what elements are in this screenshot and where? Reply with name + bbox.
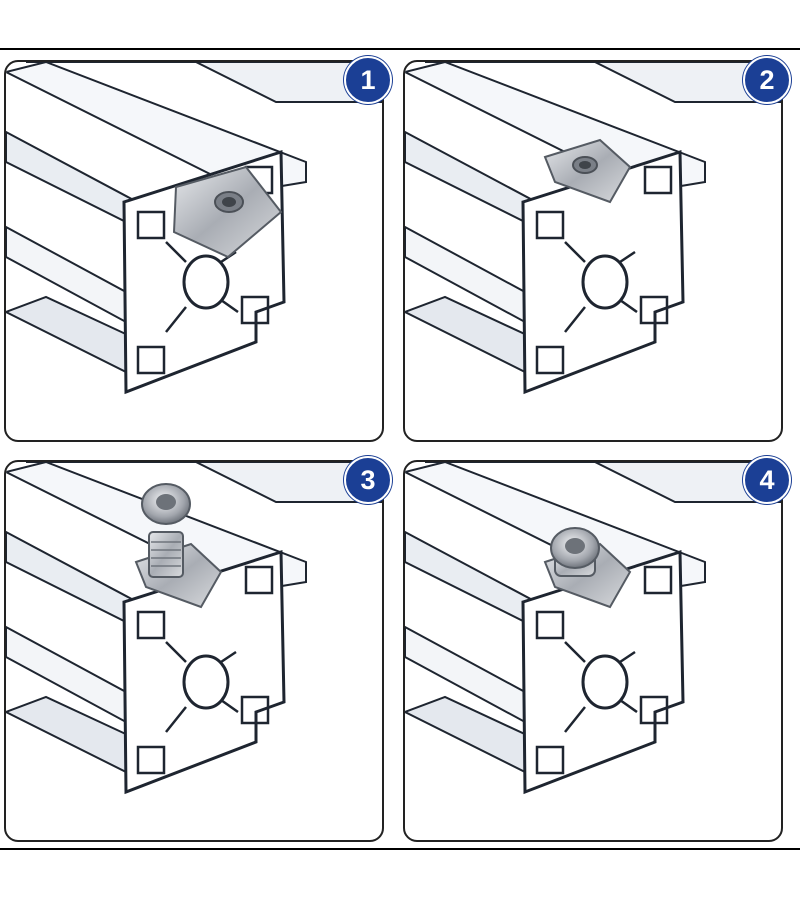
step-3-panel	[4, 460, 384, 842]
step-number-badge: 1	[344, 56, 392, 104]
profile-illustration-2	[405, 62, 781, 394]
step-number-badge: 2	[743, 56, 791, 104]
bolt-icon	[141, 483, 191, 578]
profile-illustration-4	[405, 462, 781, 794]
step-1-panel	[4, 60, 384, 442]
step-number-badge: 4	[743, 456, 791, 504]
tnut-icon	[172, 165, 283, 259]
profile-illustration-3	[6, 462, 382, 794]
step-4-panel	[403, 460, 783, 842]
step-2-panel	[403, 60, 783, 442]
profile-illustration-1	[6, 62, 382, 394]
top-rule	[0, 48, 800, 50]
bottom-rule	[0, 848, 800, 850]
bolt-icon	[550, 527, 600, 577]
step-number-badge: 3	[344, 456, 392, 504]
tnut-icon	[543, 138, 632, 204]
